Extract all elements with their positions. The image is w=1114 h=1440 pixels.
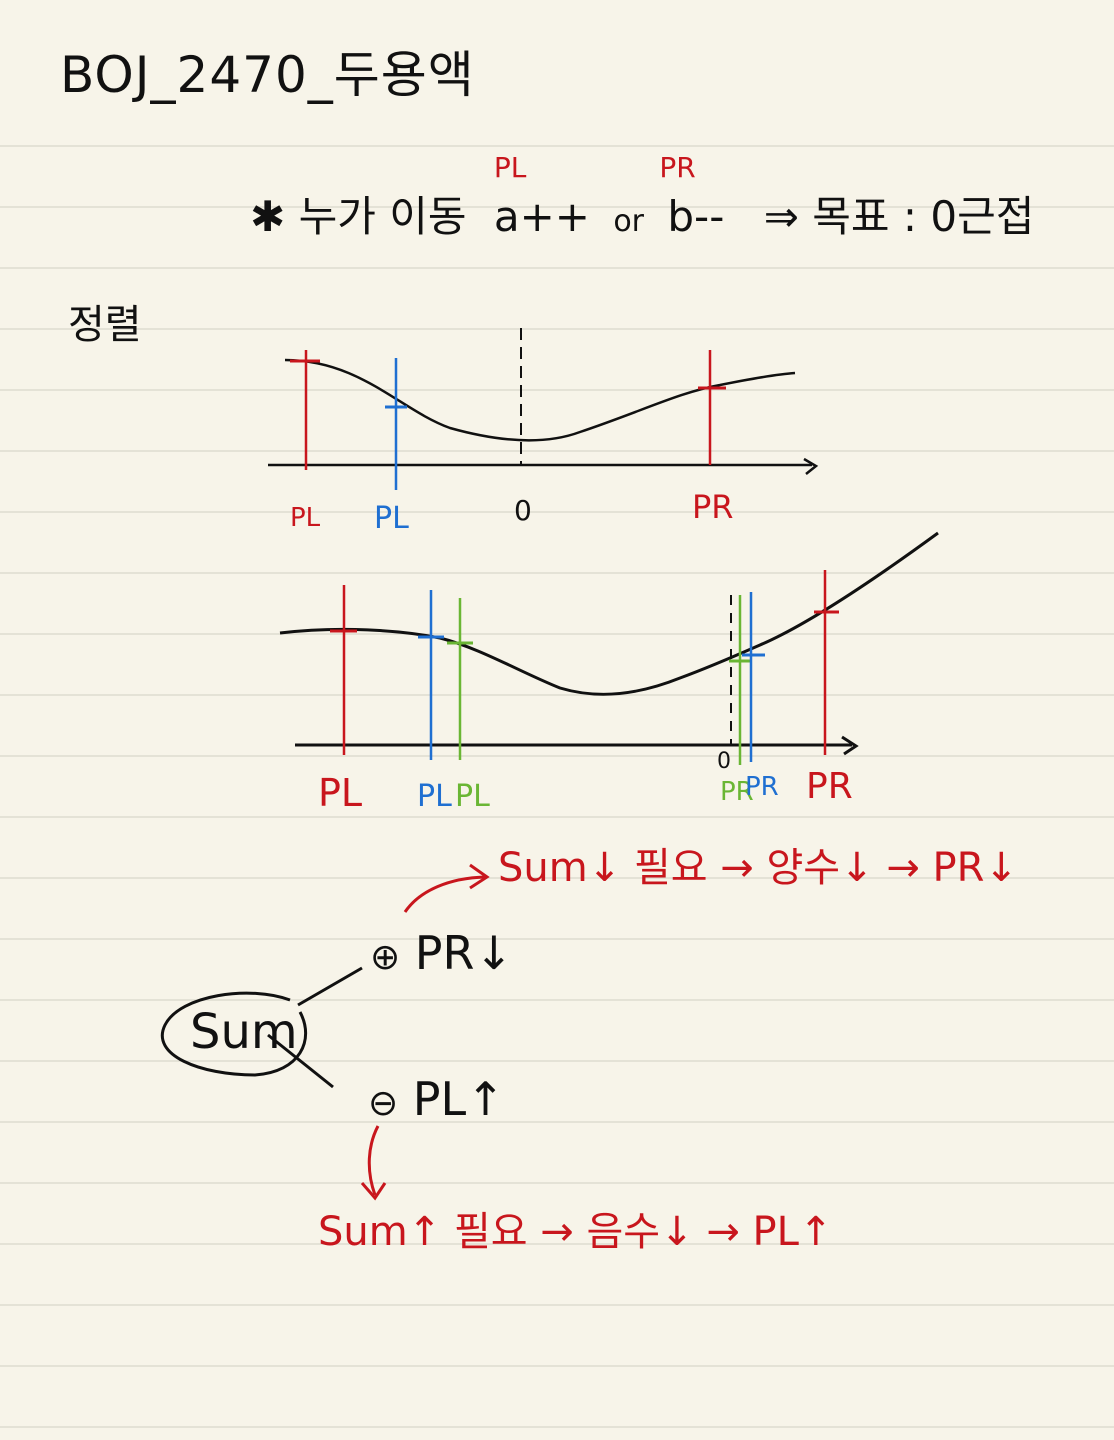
b-term: b-- bbox=[667, 192, 725, 241]
note-prefix: 누가 이동 bbox=[298, 192, 467, 241]
arrowhead-minus-note bbox=[360, 1182, 387, 1201]
minus-circle-icon: ⊖ bbox=[368, 1083, 399, 1124]
plus-action: PR↓ bbox=[414, 926, 514, 980]
page-title: BOJ_2470_두용액 bbox=[60, 46, 475, 104]
goal-text: 목표 : 0근접 bbox=[812, 192, 1035, 241]
a-term: a++ bbox=[493, 192, 590, 241]
b-marker: PR bbox=[659, 151, 696, 184]
pointer-label-green-right: PR bbox=[720, 777, 754, 807]
pointer-label-blue-left: PL bbox=[374, 501, 409, 536]
plus-branch: ⊕ PR↓ bbox=[370, 930, 513, 976]
pointer-label-red-left: PL bbox=[290, 503, 321, 533]
pointer-label-green-left: PL bbox=[455, 779, 490, 814]
value-curve bbox=[279, 531, 939, 696]
star-icon: ✱ bbox=[250, 192, 286, 241]
pointer-label-blue-left: PL bbox=[417, 779, 452, 814]
pointer-label-red-left: PL bbox=[318, 771, 362, 815]
value-curve bbox=[284, 358, 796, 442]
arrowhead-plus-note bbox=[469, 863, 490, 890]
pointer-label-blue-right: PR bbox=[745, 772, 779, 802]
goal-note: ✱ 누가 이동 PL a++ or PR b-- ⇒ 목표 : 0근접 bbox=[250, 154, 1035, 241]
a-marker: PL bbox=[493, 151, 527, 184]
pointer-label-red-right: PR bbox=[692, 488, 734, 526]
minus-action: PL↑ bbox=[412, 1072, 505, 1126]
plus-branch-note: Sum↓ 필요 → 양수↓ → PR↓ bbox=[498, 845, 1018, 891]
sort-label: 정렬 bbox=[68, 302, 142, 348]
sum-decision-tree bbox=[161, 863, 490, 1201]
arrow-to-minus-note bbox=[367, 1125, 380, 1196]
branch-line-minus bbox=[267, 1033, 334, 1089]
plus-circle-icon: ⊕ bbox=[370, 937, 401, 978]
minus-branch: ⊖ PL↑ bbox=[368, 1076, 505, 1122]
pointer-label-red-right: PR bbox=[806, 766, 853, 807]
zero-label: 0 bbox=[514, 494, 532, 527]
x-axis-arrowhead bbox=[803, 457, 819, 475]
x-axis-arrowhead bbox=[841, 735, 859, 756]
graph-two: 0 PL PL PL PR PR PR bbox=[279, 531, 939, 815]
zero-label: 0 bbox=[717, 749, 731, 774]
implies-arrow: ⇒ bbox=[763, 192, 799, 241]
arrow-to-plus-note bbox=[403, 875, 486, 913]
sum-circle bbox=[161, 991, 308, 1077]
or-word: or bbox=[613, 204, 645, 239]
graph-one: 0 PL PL PR bbox=[268, 328, 819, 536]
sum-node-label: Sum bbox=[190, 1004, 298, 1060]
branch-line-plus bbox=[297, 966, 363, 1007]
minus-branch-note: Sum↑ 필요 → 음수↓ → PL↑ bbox=[318, 1209, 833, 1255]
